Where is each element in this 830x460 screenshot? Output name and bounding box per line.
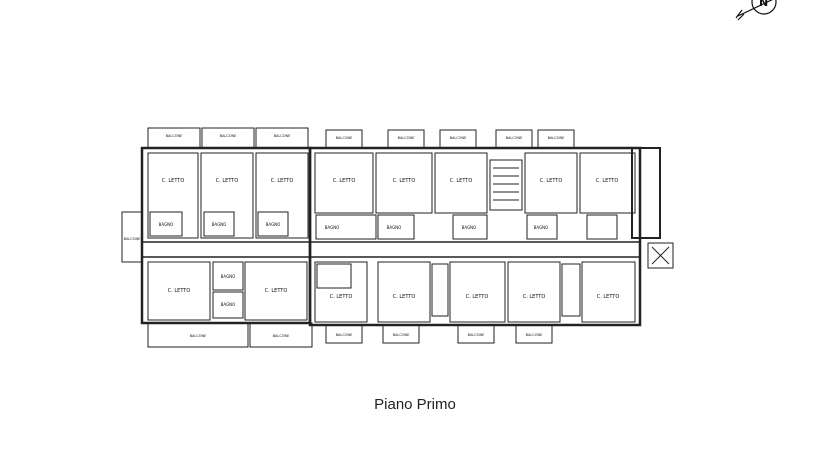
label-bath: BAGNO xyxy=(325,225,340,230)
label-balcony: BALCONE xyxy=(273,334,290,338)
label-bedroom: C. LETTO xyxy=(393,294,416,300)
balcony-top-2 xyxy=(201,127,255,149)
label-bath: BAGNO xyxy=(221,302,236,307)
label-bedroom: C. LETTO xyxy=(597,294,620,300)
plan-caption: Piano Primo xyxy=(374,396,456,413)
label-bedroom: C. LETTO xyxy=(330,294,353,300)
label-bath: BAGNO xyxy=(387,225,402,230)
label-balcony: BALCONE xyxy=(336,136,353,140)
room-top-5 xyxy=(375,152,433,214)
room-top-8 xyxy=(579,152,636,214)
label-balcony: BALCONE xyxy=(398,136,415,140)
label-bedroom: C. LETTO xyxy=(168,288,191,294)
label-balcony: BALCONE xyxy=(393,333,410,337)
label-balcony: BALCONE xyxy=(274,134,291,138)
balcony-top-7 xyxy=(495,129,533,149)
room-top-2 xyxy=(200,152,254,239)
balcony-bottom-3 xyxy=(325,324,363,344)
label-balcony: BALCONE xyxy=(506,136,523,140)
room-bottom-1 xyxy=(147,261,211,321)
label-balcony: BALCONE xyxy=(548,136,565,140)
label-bath: BAGNO xyxy=(159,222,174,227)
stairwell xyxy=(489,159,523,211)
room-bottom-3 xyxy=(314,261,368,323)
label-bedroom: C. LETTO xyxy=(466,294,489,300)
balcony-top-5 xyxy=(387,129,425,149)
room-bottom-4 xyxy=(377,261,431,323)
label-bath: BAGNO xyxy=(462,225,477,230)
room-bottom-2 xyxy=(244,261,308,321)
room-top-3 xyxy=(255,152,309,239)
balcony-bottom-4 xyxy=(382,324,420,344)
balcony-top-3 xyxy=(255,127,309,149)
label-bedroom: C. LETTO xyxy=(216,178,239,184)
west-balcony xyxy=(121,211,143,263)
room-top-1 xyxy=(147,152,199,239)
balcony-bottom-1 xyxy=(147,322,249,348)
label-balcony: BALCONE xyxy=(468,333,485,337)
label-bedroom: C. LETTO xyxy=(450,178,473,184)
label-balcony: BALCONE xyxy=(220,134,237,138)
label-balcony: BALCONE xyxy=(336,333,353,337)
label-bedroom: C. LETTO xyxy=(265,288,288,294)
label-balcony: BALCONE xyxy=(450,136,467,140)
north-label: N xyxy=(759,0,768,9)
room-bottom-7 xyxy=(581,261,636,323)
label-bath: BAGNO xyxy=(266,222,281,227)
room-bottom-6 xyxy=(507,261,561,323)
label-balcony: BALCONE xyxy=(190,334,207,338)
room-top-4 xyxy=(314,152,374,214)
label-bedroom: C. LETTO xyxy=(540,178,563,184)
room-bottom-5 xyxy=(449,261,506,323)
label-bedroom: C. LETTO xyxy=(162,178,185,184)
label-bath: BAGNO xyxy=(221,274,236,279)
room-top-7 xyxy=(524,152,578,214)
balcony-top-6 xyxy=(439,129,477,149)
balcony-top-1 xyxy=(147,127,201,149)
label-bedroom: C. LETTO xyxy=(523,294,546,300)
room-top-6 xyxy=(434,152,488,214)
balcony-top-8 xyxy=(537,129,575,149)
balcony-top-4 xyxy=(325,129,363,149)
elevator xyxy=(647,242,674,269)
label-bath: BAGNO xyxy=(212,222,227,227)
label-balcony: BALCONE xyxy=(124,237,141,241)
label-bedroom: C. LETTO xyxy=(271,178,294,184)
label-bedroom: C. LETTO xyxy=(393,178,416,184)
balcony-bottom-6 xyxy=(515,324,553,344)
balcony-bottom-5 xyxy=(457,324,495,344)
label-bedroom: C. LETTO xyxy=(333,178,356,184)
label-balcony: BALCONE xyxy=(166,134,183,138)
north-arrow-icon: N xyxy=(735,0,777,21)
building-outline-right-tail xyxy=(631,147,661,239)
label-balcony: BALCONE xyxy=(526,333,543,337)
label-bath: BAGNO xyxy=(534,225,549,230)
label-bedroom: C. LETTO xyxy=(596,178,619,184)
balcony-bottom-2 xyxy=(249,322,313,348)
